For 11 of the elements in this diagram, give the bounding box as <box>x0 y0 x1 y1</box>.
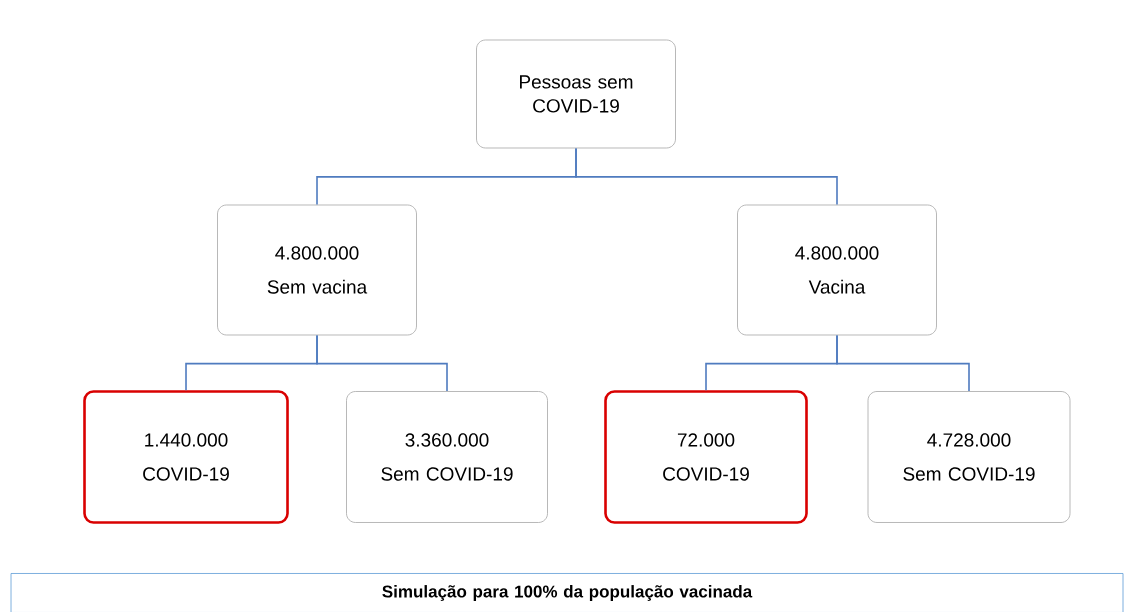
connector <box>575 147 838 206</box>
result-box: 4.728.000 Sem COVID-19 <box>867 391 1071 523</box>
group-box: 4.800.000 Vacina <box>737 204 937 336</box>
result-box: 1.440.000 COVID-19 <box>83 390 289 524</box>
result-box: 72.000 COVID-19 <box>604 390 808 524</box>
connector <box>316 334 448 392</box>
group-box: 4.800.000 Sem vacina <box>217 204 417 336</box>
caption-banner: Simulação para 100% da população vacinada <box>10 573 1124 612</box>
connector <box>836 334 970 392</box>
result-box: 3.360.000 Sem COVID-19 <box>346 391 548 523</box>
start-box: Pessoas sem COVID-19 <box>476 39 676 149</box>
